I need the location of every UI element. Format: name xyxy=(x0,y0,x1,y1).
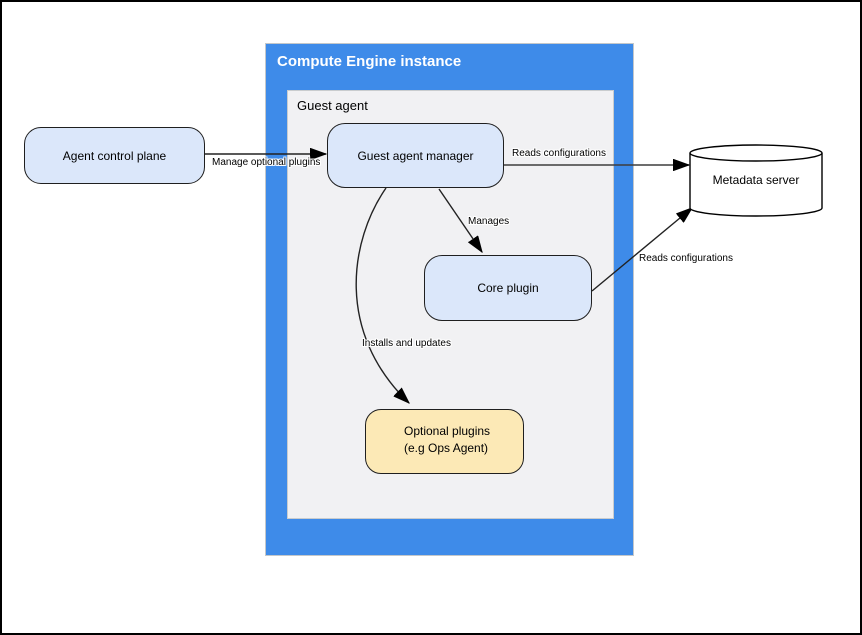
optional-plugins-node: Optional plugins (e.g Ops Agent) xyxy=(365,409,524,474)
guest-agent-manager-label: Guest agent manager xyxy=(357,148,474,163)
edge-label-installs-and-updates: Installs and updates xyxy=(362,338,451,349)
edge-label-manage-optional-plugins: Manage optional plugins xyxy=(212,157,321,168)
agent-control-plane-node: Agent control plane xyxy=(24,127,205,184)
agent-control-plane-label: Agent control plane xyxy=(62,148,167,163)
edge-label-reads-configurations-core: Reads configurations xyxy=(639,253,733,264)
guest-agent-title: Guest agent xyxy=(297,98,368,113)
metadata-server-label: Metadata server xyxy=(712,173,800,187)
edge-label-manages: Manages xyxy=(468,216,510,227)
guest-agent-manager-node: Guest agent manager xyxy=(327,123,504,188)
core-plugin-label: Core plugin xyxy=(477,281,539,295)
core-plugin-node: Core plugin xyxy=(424,255,592,321)
compute-engine-instance-title: Compute Engine instance xyxy=(277,53,462,70)
optional-plugins-label-line1: Optional plugins xyxy=(404,424,491,438)
optional-plugins-label-line2: (e.g Ops Agent) xyxy=(404,441,489,455)
edge-label-reads-configurations-manager: Reads configurations xyxy=(512,148,606,159)
cylinder-top xyxy=(689,144,823,162)
